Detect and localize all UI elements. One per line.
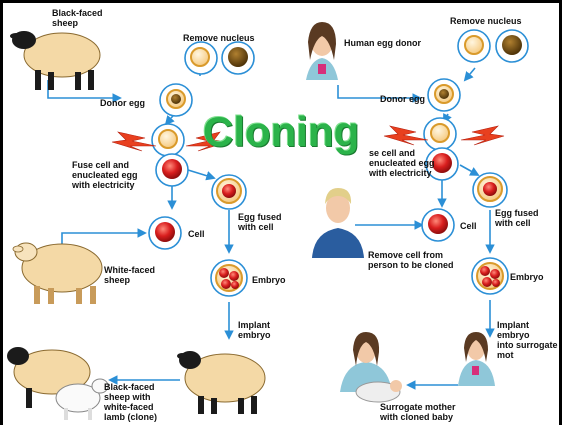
label-sheep-cell: Cell <box>188 229 205 239</box>
human-donor-egg <box>428 79 460 111</box>
label-black-faced-sheep: Black-faced sheep <box>52 8 103 28</box>
white-faced-sheep-icon <box>13 243 102 304</box>
label-sheep-remove-nucleus: Remove nucleus <box>183 33 255 43</box>
sheep-embryo <box>211 260 247 296</box>
sheep-body-cell <box>149 217 181 249</box>
human-embryo <box>472 258 508 294</box>
person-to-be-cloned-icon <box>312 188 364 258</box>
human-enucleated-egg <box>458 30 490 62</box>
label-sheep-egg-fused: Egg fused with cell <box>238 212 282 232</box>
sheep-fuse-red-cell <box>156 154 188 186</box>
label-sheep-lamb-clone: Black-faced sheep with white-faced lamb … <box>104 382 157 422</box>
sheep-nucleus-removed <box>222 42 254 74</box>
surrogate-sheep-icon <box>177 351 265 414</box>
black-faced-sheep-icon <box>10 31 100 90</box>
human-body-cell <box>422 209 454 241</box>
label-human-donor-egg: Donor egg <box>380 94 425 104</box>
label-human-fuse-cell: se cell and enucleated egg with electric… <box>369 148 435 178</box>
surrogate-mother-icon <box>340 332 402 402</box>
sheep-donor-egg <box>160 84 192 116</box>
label-sheep-embryo: Embryo <box>252 275 286 285</box>
implant-woman-icon <box>458 332 495 386</box>
label-sheep-donor-egg: Donor egg <box>100 98 145 108</box>
label-surrogate-mother: Surrogate mother with cloned baby <box>380 402 456 422</box>
sheep-egg-fused <box>212 175 246 209</box>
label-human-cell: Cell <box>460 221 477 231</box>
human-nucleus-removed <box>496 30 528 62</box>
sheep-flow-arrows <box>48 68 229 380</box>
sheep-enucleated-egg <box>185 42 217 74</box>
label-sheep-fuse-cell: Fuse cell and enucleated egg with electr… <box>72 160 138 190</box>
label-sheep-implant-embryo: Implant embryo <box>238 320 271 340</box>
label-remove-cell: Remove cell from person to be cloned <box>368 250 454 270</box>
human-egg-fused <box>473 173 507 207</box>
label-human-egg-donor: Human egg donor <box>344 38 421 48</box>
label-human-remove-nucleus: Remove nucleus <box>450 16 522 26</box>
label-white-faced-sheep: White-faced sheep <box>104 265 155 285</box>
sheep-fuse-top-egg <box>152 124 184 156</box>
human-egg-donor-icon <box>306 22 338 80</box>
label-human-implant-embryo: Implant embryo into surrogate mot <box>497 320 562 360</box>
diagram-title: Cloning <box>203 108 359 156</box>
label-human-embryo: Embryo <box>510 272 544 282</box>
human-fuse-top-egg <box>424 118 456 150</box>
label-human-egg-fused: Egg fused with cell <box>495 208 539 228</box>
